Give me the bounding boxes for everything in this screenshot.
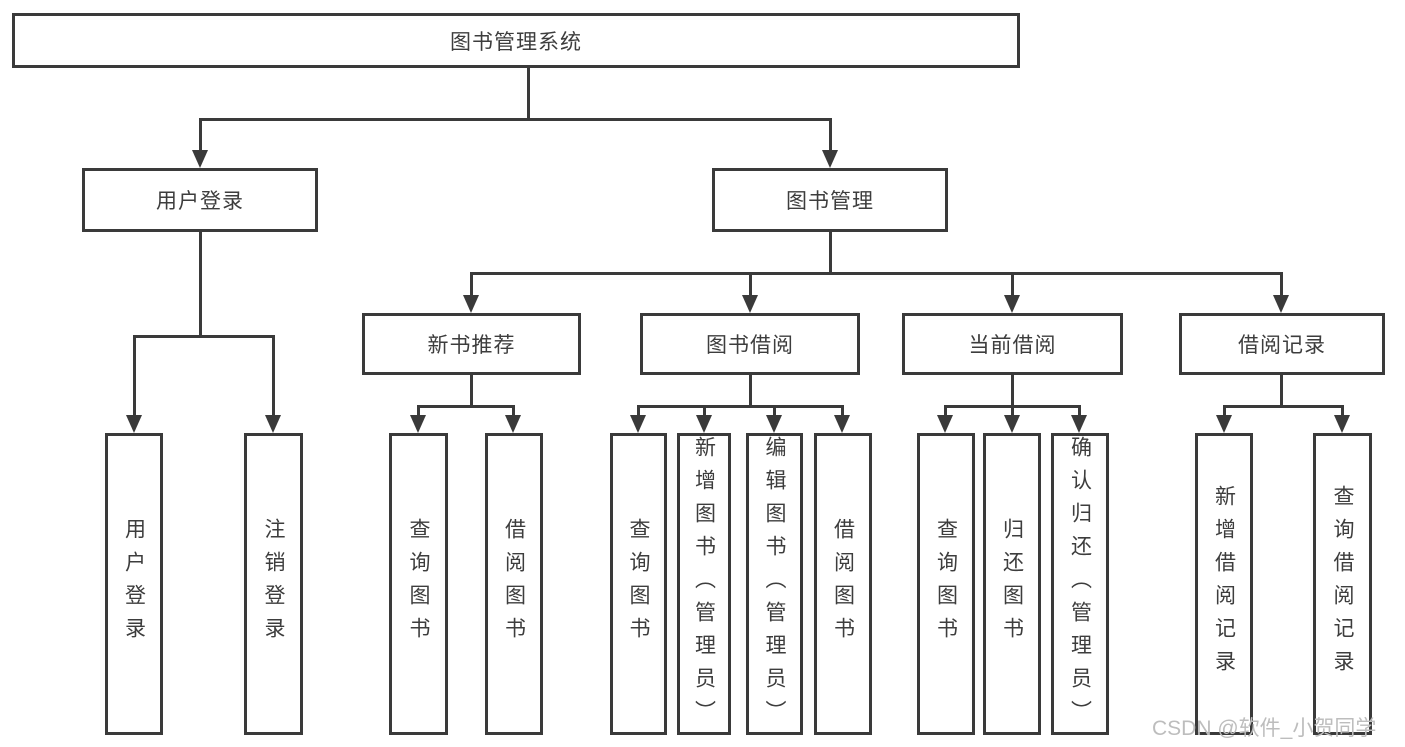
node-book-mgmt: 图书管理 [712,168,948,232]
connector-root-trunk [527,68,530,118]
leaf-cb-return-books: 归还图书 [983,433,1041,735]
node-book-borrow-label: 图书借阅 [706,334,794,357]
connector-drop-bb-borrow [841,405,844,417]
connector-cb-trunk [1011,375,1014,405]
node-current-borrow-label: 当前借阅 [968,334,1057,357]
leaf-nbr-query-books-label: 查询图书 [407,518,430,650]
leaf-bb-add-books: 新增图书（管理员） [677,433,731,735]
connector-bb-trunk [749,375,752,405]
leaf-nbr-borrow-books-label: 借阅图书 [502,518,526,650]
connector-drop-book-borrow [749,272,752,298]
arrowhead-nbr-borrow [505,415,521,433]
arrowhead-leaf-logout [265,415,281,433]
connector-drop-user-login [199,118,202,152]
node-root-label: 图书管理系统 [450,30,582,54]
connector-br-bar [1223,405,1344,408]
connector-level3-bar [470,272,1283,275]
connector-user-login-trunk [199,232,202,335]
connector-drop-borrow-records [1280,272,1283,298]
node-book-borrow: 图书借阅 [640,313,860,375]
leaf-bb-borrow-books-label: 借阅图书 [831,518,855,650]
leaf-bb-borrow-books: 借阅图书 [814,433,872,735]
node-new-book-rec-label: 新书推荐 [427,334,516,357]
connector-drop-nbr-borrow [512,405,515,417]
arrowhead-cb-confirm [1071,415,1087,433]
leaf-logout: 注销登录 [244,433,303,735]
connector-drop-leaf-logout [272,335,275,417]
leaf-br-query-record-label: 查询借阅记录 [1331,485,1354,683]
connector-drop-cb-return [1011,405,1014,417]
node-root: 图书管理系统 [12,13,1020,68]
arrowhead-book-mgmt [822,150,838,168]
node-borrow-records: 借阅记录 [1179,313,1385,375]
connector-drop-cb-confirm [1078,405,1081,417]
watermark: CSDN @软件_小贺同学 [1152,717,1377,740]
connector-bb-bar [637,405,844,408]
leaf-nbr-query-books: 查询图书 [389,433,448,735]
connector-drop-br-query [1341,405,1344,417]
connector-drop-nbr-query [417,405,420,417]
leaf-user-login: 用户登录 [105,433,163,735]
arrowhead-bb-borrow [834,415,850,433]
leaf-user-login-label: 用户登录 [122,518,146,650]
node-user-login: 用户登录 [82,168,318,232]
leaf-nbr-borrow-books: 借阅图书 [485,433,543,735]
leaf-logout-label: 注销登录 [262,518,285,650]
arrowhead-cb-return [1004,415,1020,433]
node-new-book-rec: 新书推荐 [362,313,581,375]
leaf-bb-query-books-label: 查询图书 [627,518,650,650]
arrowhead-bb-add [696,415,712,433]
connector-drop-bb-edit [773,405,776,417]
node-borrow-records-label: 借阅记录 [1238,334,1326,357]
arrowhead-leaf-user-login [126,415,142,433]
leaf-cb-confirm-return-label: 确认归还（管理员） [1068,436,1092,733]
connector-level2-bar [199,118,832,121]
arrowhead-bb-query [630,415,646,433]
connector-user-login-bar [133,335,275,338]
leaf-cb-query-books-label: 查询图书 [934,518,958,650]
leaf-bb-edit-books: 编辑图书（管理员） [746,433,803,735]
arrowhead-cb-query [937,415,953,433]
arrowhead-nbr-query [410,415,426,433]
connector-drop-cb-query [944,405,947,417]
arrowhead-current-borrow [1004,295,1020,313]
node-book-mgmt-label: 图书管理 [786,190,874,213]
leaf-br-add-record: 新增借阅记录 [1195,433,1253,735]
arrowhead-borrow-records [1273,295,1289,313]
arrowhead-new-book-rec [463,295,479,313]
leaf-cb-return-books-label: 归还图书 [1000,518,1024,650]
connector-drop-current-borrow [1011,272,1014,298]
connector-nbr-bar [417,405,515,408]
leaf-br-query-record: 查询借阅记录 [1313,433,1372,735]
connector-drop-bb-query [637,405,640,417]
leaf-bb-add-books-label: 新增图书（管理员） [692,436,716,733]
leaf-cb-confirm-return: 确认归还（管理员） [1051,433,1109,735]
connector-drop-bb-add [703,405,706,417]
leaf-cb-query-books: 查询图书 [917,433,975,735]
arrowhead-br-query [1334,415,1350,433]
leaf-br-add-record-label: 新增借阅记录 [1212,485,1236,683]
connector-br-trunk [1280,375,1283,405]
connector-drop-new-book-rec [470,272,473,298]
arrowhead-bb-edit [766,415,782,433]
arrowhead-user-login [192,150,208,168]
connector-drop-book-mgmt [829,118,832,152]
connector-nbr-trunk [470,375,473,405]
connector-drop-br-add [1223,405,1226,417]
connector-book-mgmt-trunk [829,232,832,272]
leaf-bb-edit-books-label: 编辑图书（管理员） [763,436,786,733]
leaf-bb-query-books: 查询图书 [610,433,667,735]
arrowhead-br-add [1216,415,1232,433]
connector-drop-leaf-user-login [133,335,136,417]
arrowhead-book-borrow [742,295,758,313]
node-current-borrow: 当前借阅 [902,313,1123,375]
node-user-login-label: 用户登录 [156,190,244,213]
